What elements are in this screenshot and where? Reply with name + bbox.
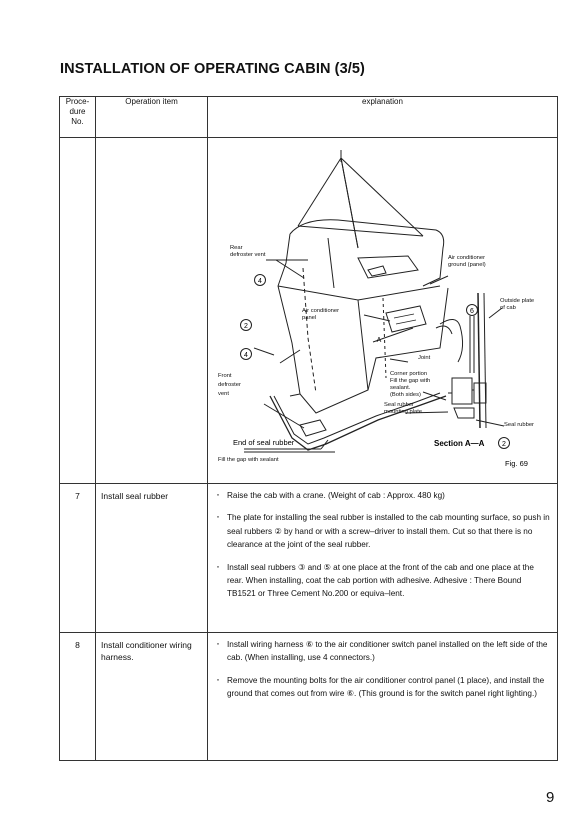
header-explanation: explanation [207, 96, 558, 138]
marker-6-label: 6 [470, 308, 474, 315]
marker-2-left-label: 2 [244, 323, 248, 330]
procedure-number: 8 [59, 632, 96, 761]
page-number: 9 [546, 789, 555, 806]
figure-row-no-cell [59, 137, 96, 484]
label-plate-2: mounting plate [384, 409, 422, 415]
label-end-seal-rubber: End of seal rubber [233, 438, 295, 447]
figure-row: 4 6 2 4 2 A Rear defroster vent Air cond… [59, 137, 558, 484]
marker-4-front-label: 4 [244, 352, 248, 359]
label-rear-1: Rear [230, 245, 243, 251]
operation-item: Install conditioner wiring harness. [95, 632, 208, 761]
label-seal-rubber: Seal rubber [504, 422, 534, 428]
table-row: 7 Install seal rubber Raise the cab with… [59, 483, 558, 633]
figure-caption: Fig. 69 [505, 459, 528, 468]
marker-4-rear [254, 274, 266, 286]
explanation-cell: Install wiring harness ⑥ to the air cond… [207, 632, 558, 761]
marker-2-left [240, 319, 252, 331]
label-outside-plate-2: of cab [500, 305, 516, 311]
label-corner-4: (Both sides) [390, 392, 421, 398]
explanation-bullet: The plate for installing the seal rubber… [215, 510, 551, 551]
explanation-bullet: Install seal rubbers ③ and ⑤ at one plac… [215, 560, 551, 601]
header-operation-item: Operation item [95, 96, 208, 138]
explanation-bullet: Remove the mounting bolts for the air co… [215, 673, 551, 701]
marker-6 [466, 304, 478, 316]
label-rear-2: defroster vent [230, 252, 266, 258]
section-marker-a: A [377, 337, 382, 344]
marker-2-section-label: 2 [502, 441, 506, 448]
page-title: INSTALLATION OF OPERATING CABIN (3/5) [60, 61, 365, 77]
label-ac-ground-1: Air conditioner [448, 255, 485, 261]
label-fill-gap: Fill the gap with sealant [218, 457, 279, 463]
cab-installation-diagram: 4 6 2 4 2 A Rear defroster vent Air cond… [218, 150, 534, 468]
explanation-bullet: Raise the cab with a crane. (Weight of c… [215, 488, 551, 502]
figure-cell: 4 6 2 4 2 A Rear defroster vent Air cond… [207, 137, 558, 484]
label-joint: Joint [418, 355, 431, 361]
marker-4-rear-label: 4 [258, 278, 262, 285]
label-outside-plate-1: Outside plate [500, 298, 534, 304]
figure-row-item-cell [95, 137, 208, 484]
label-front-2: defroster [218, 382, 241, 388]
operation-item: Install seal rubber [95, 483, 208, 633]
procedure-number: 7 [59, 483, 96, 633]
marker-4-front [240, 348, 252, 360]
label-plate-1: Seal rubber [384, 402, 414, 408]
label-ac-ground-2: ground (panel) [448, 262, 486, 268]
label-ac-panel-2: panel [302, 315, 316, 321]
explanation-cell: Raise the cab with a crane. (Weight of c… [207, 483, 558, 633]
label-corner-2: Fill the gap with [390, 378, 430, 384]
label-front-3: vent [218, 391, 229, 397]
explanation-bullet: Install wiring harness ⑥ to the air cond… [215, 637, 551, 665]
marker-2-section [498, 437, 510, 449]
label-section: Section A—A [434, 439, 485, 448]
label-corner-3: sealant. [390, 385, 411, 391]
label-corner-1: Corner portion [390, 371, 427, 377]
label-front-1: Front [218, 373, 232, 379]
table-row: 8 Install conditioner wiring harness. In… [59, 632, 558, 761]
label-ac-panel-1: Air conditioner [302, 308, 339, 314]
